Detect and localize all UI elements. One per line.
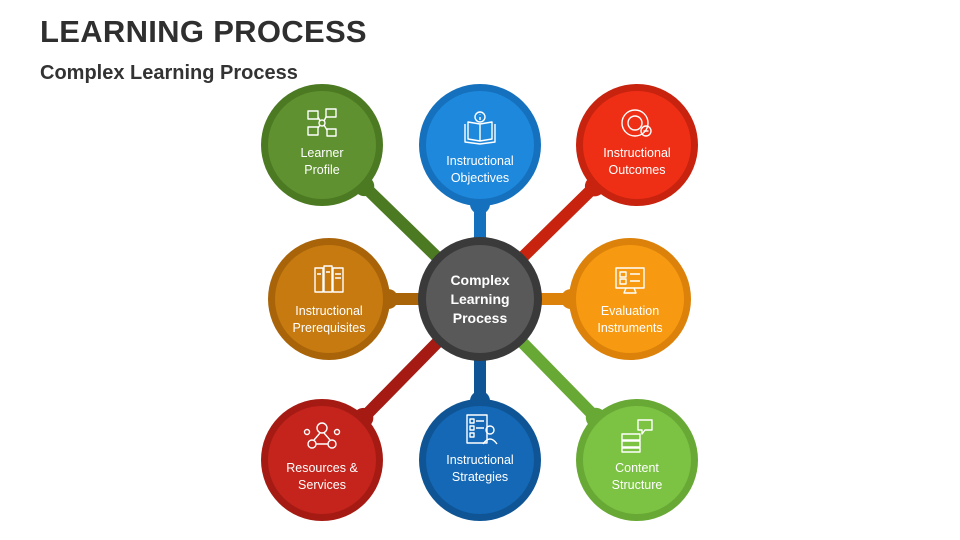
node-label-line: Profile [304, 163, 339, 177]
node-label-line: Instruments [597, 321, 662, 335]
node-resources-services: Resources & Services [261, 399, 383, 521]
books-shelf-icon [314, 265, 344, 293]
node-label-line: Instructional [603, 146, 670, 160]
connector-content-structure [508, 328, 605, 427]
node-label-line: Structure [612, 478, 663, 492]
node-label-line: Services [298, 478, 346, 492]
connector-resources-services [354, 328, 451, 427]
monitor-checklist-icon [615, 267, 645, 294]
open-book-info-icon [464, 111, 496, 145]
center-disc [426, 245, 534, 353]
layers-chat-icon [621, 419, 653, 453]
node-label-line: Instructional [295, 304, 362, 318]
node-label-line: Content [615, 461, 659, 475]
node-disc [268, 91, 376, 199]
page-subtitle: Complex Learning Process [40, 62, 298, 84]
node-disc [583, 91, 691, 199]
node-label-line: Prerequisites [293, 321, 366, 335]
connector-learner-profile [355, 177, 451, 271]
node-label-line: Learner [300, 146, 343, 160]
node-label-line: Instructional [446, 154, 513, 168]
checklist-person-icon [466, 414, 498, 445]
page-title: LEARNING PROCESS [40, 14, 367, 49]
node-label-line: Resources & [286, 461, 358, 475]
node-label-line: Evaluation [601, 304, 659, 318]
people-network-icon [303, 422, 341, 449]
center-label-line: Complex [450, 272, 509, 288]
node-disc [576, 245, 684, 353]
node-label-line: Strategies [452, 470, 508, 484]
node-disc [426, 406, 534, 514]
node-label-line: Objectives [451, 171, 509, 185]
center-label-line: Learning [450, 291, 509, 307]
center-label-line: Process [453, 310, 508, 326]
node-layer: LearnerProfileInstructionalObjectivesIns… [261, 84, 698, 521]
node-disc [275, 245, 383, 353]
node-label-line: Instructional [446, 453, 513, 467]
node-disc [583, 406, 691, 514]
connector-instructional-outcomes [509, 177, 604, 270]
node-disc [426, 91, 534, 199]
node-disc [268, 406, 376, 514]
node-label-line: Outcomes [609, 163, 666, 177]
profile-network-icon [307, 108, 337, 137]
target-minus-icon [621, 109, 652, 137]
